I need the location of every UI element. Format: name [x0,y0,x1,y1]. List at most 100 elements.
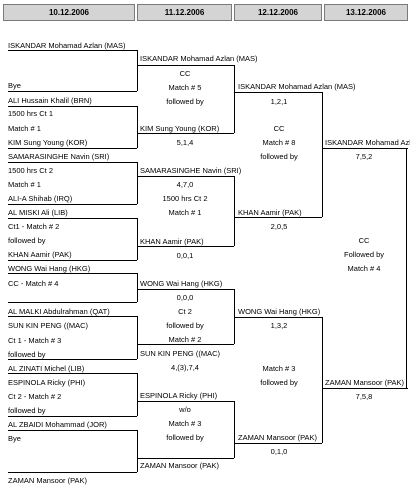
round2-entry: WONG Wai Hang (HKG) [140,279,223,288]
bracket-line [8,148,137,149]
bracket-line [8,50,137,51]
round3-entry: 1,3,2 [270,321,288,330]
bracket-line [8,373,137,374]
round2-entry: 4,(3),7,4 [171,363,199,372]
bracket-line [137,430,138,472]
round2-entry: Ct 2 [178,307,192,316]
round3-entry: followed by [260,152,298,161]
round3-entry: ZAMAN Mansoor (PAK) [238,433,318,442]
date-header-day1: 10.12.2006 [3,4,135,21]
round4-entry: CC [358,236,370,245]
round3-entry: 1,2,1 [270,97,288,106]
round1-entry: Ct 2 - Match # 2 [8,392,62,401]
bracket-line [234,401,235,458]
round1-entry: WONG Wai Hang (HKG) [8,264,91,273]
round1-entry: AL MISKI Ali (LIB) [8,208,68,217]
bracket-line [137,316,138,359]
round4-entry: 7,5,8 [355,392,373,401]
date-header-day3: 12.12.2006 [234,4,322,21]
round3-entry: followed by [260,378,298,387]
round2-entry: 5,1,4 [176,138,194,147]
bracket-line [322,388,408,389]
bracket-line [234,443,322,444]
bracket-line [406,148,407,388]
round1-entry: SAMARASINGHE Navin (SRI) [8,152,110,161]
round1-entry: CC - Match # 4 [8,279,59,288]
round3-entry: 2,0,5 [270,222,288,231]
date-header-day4: 13.12.2006 [324,4,408,21]
round1-entry: ZAMAN Mansoor (PAK) [8,476,88,485]
round2-entry: ISKANDAR Mohamad Azlan (MAS) [140,54,258,63]
round2-entry: 0,0,1 [176,251,194,260]
round1-entry: AL ZBAIDI Mohammad (JOR) [8,420,107,429]
round1-entry: Ct 1 - Match # 3 [8,336,62,345]
round1-entry: 1500 hrs Ct 1 [8,109,54,118]
round2-entry: 0,0,0 [176,293,194,302]
round1-entry: SUN KIN PENG ((MAC) [8,321,89,330]
bracket-line [8,416,137,417]
round1-entry: Ct1 - Match # 2 [8,222,60,231]
round1-entry: followed by [8,350,46,359]
round1-entry: Bye [8,81,21,90]
bracket-line [137,162,138,204]
round1-entry: KHAN Aamir (PAK) [8,250,72,259]
bracket-line [8,91,137,92]
bracket-line [137,373,138,416]
round3-entry: Match # 8 [262,138,296,147]
round2-entry: Match # 2 [168,335,202,344]
round1-entry: 1500 hrs Ct 2 [8,166,54,175]
bracket-line [137,176,234,177]
bracket-line [234,289,235,344]
bracket-line [8,316,137,317]
round2-entry: ZAMAN Mansoor (PAK) [140,461,220,470]
round4-entry: 7,5,2 [355,152,373,161]
round2-entry: Match # 3 [168,419,202,428]
bracket-line [8,260,137,261]
round1-entry: ESPINOLA Ricky (PHI) [8,378,86,387]
round1-entry: ALI-A Shihab (IRQ) [8,194,73,203]
bracket-line [8,106,137,107]
round4-entry: Followed by [343,250,385,259]
bracket-line [234,92,322,93]
round1-entry: AL MALKI Abdulrahman (QAT) [8,307,110,316]
bracket-line [137,50,138,91]
round3-entry: Match # 3 [262,364,296,373]
round2-entry: SAMARASINGHE Navin (SRI) [140,166,242,175]
bracket-line [137,106,138,148]
round1-entry: KIM Sung Young (KOR) [8,138,88,147]
round2-entry: followed by [166,433,204,442]
round3-entry: 0,1,0 [270,447,288,456]
round3-entry: ISKANDAR Mohamad Azlan (MAS) [238,82,356,91]
round2-entry: ESPINOLA Ricky (PHI) [140,391,218,400]
bracket-line [8,472,137,473]
bracket-line [137,218,138,260]
round1-entry: Match # 1 [8,124,41,133]
round1-entry: followed by [8,406,46,415]
round4-entry: ZAMAN Mansoor (PAK) [325,378,405,387]
round4-entry: Match # 4 [347,264,381,273]
round1-entry: ALI Hussain Khalil (BRN) [8,96,92,105]
bracket-line [322,148,408,149]
round2-entry: followed by [166,97,204,106]
bracket-line [8,204,137,205]
bracket-line [8,273,137,274]
round1-entry: AL ZINATI Michel (LIB) [8,364,85,373]
bracket-line [8,218,137,219]
bracket-line [137,246,234,247]
bracket-line [137,133,234,134]
bracket-line [8,162,137,163]
round2-entry: 1500 hrs Ct 2 [162,194,208,203]
round1-entry: Bye [8,434,21,443]
round3-entry: CC [273,124,285,133]
bracket-line [137,65,234,66]
date-header-day2: 11.12.2006 [137,4,232,21]
bracket-line [322,92,323,217]
bracket-line [8,359,137,360]
bracket-line [234,65,235,133]
round2-entry: KHAN Aamir (PAK) [140,237,204,246]
bracket-line [137,273,138,302]
round2-entry: Match # 5 [168,83,202,92]
round2-entry: KIM Sung Young (KOR) [140,124,220,133]
bracket-line [137,289,234,290]
round2-entry: SUN KIN PENG ((MAC) [140,349,221,358]
